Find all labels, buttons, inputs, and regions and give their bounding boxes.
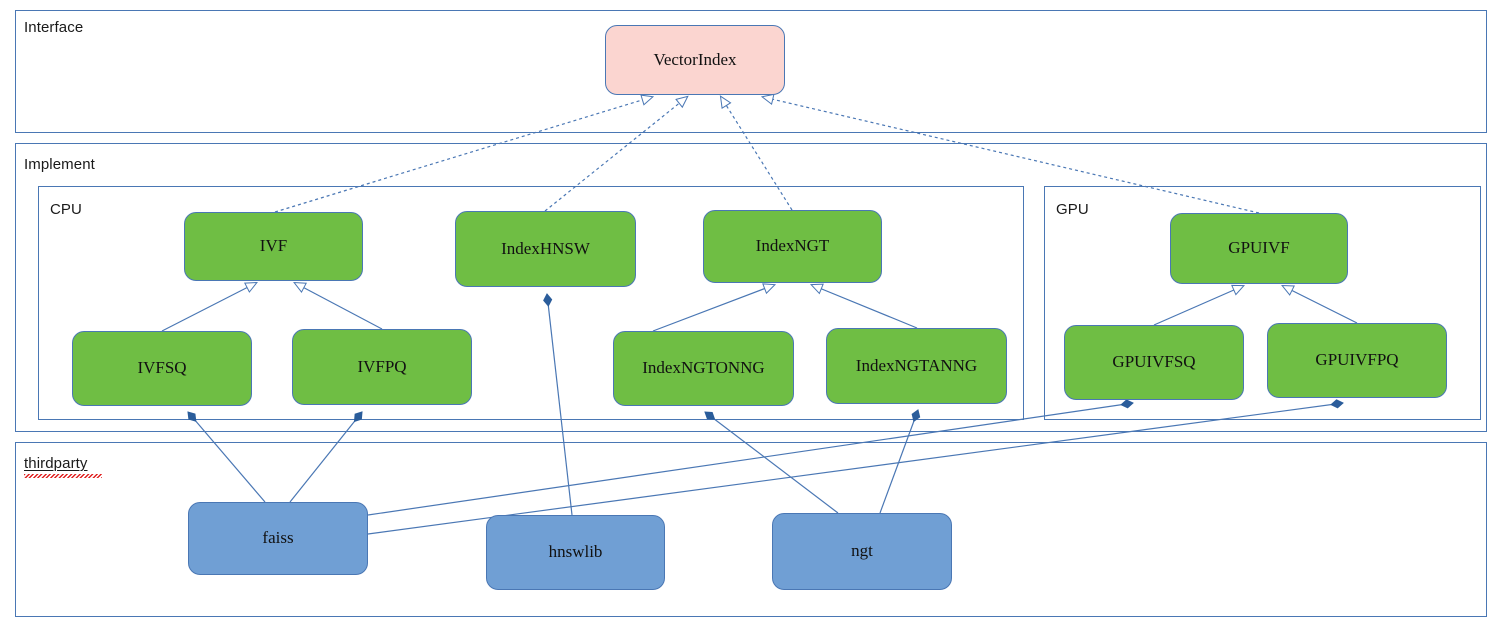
- node-label-gpuivf: GPUIVF: [1228, 238, 1290, 258]
- node-vectorindex[interactable]: VectorIndex: [605, 25, 785, 95]
- node-faiss[interactable]: faiss: [188, 502, 368, 575]
- node-label-ngt: ngt: [851, 541, 873, 561]
- node-label-gpuivfsq: GPUIVFSQ: [1112, 352, 1196, 372]
- node-gpuivf[interactable]: GPUIVF: [1170, 213, 1348, 284]
- node-label-ivfsq: IVFSQ: [137, 358, 187, 378]
- node-label-indexngtanng: IndexNGTANNG: [855, 355, 978, 375]
- node-label-hnswlib: hnswlib: [548, 542, 603, 562]
- node-ngt[interactable]: ngt: [772, 513, 952, 590]
- frame-label-cpu: CPU: [50, 201, 82, 218]
- frame-label-thirdparty: thirdparty: [24, 455, 88, 472]
- frame-label-interface: Interface: [24, 19, 84, 36]
- node-label-ivf: IVF: [259, 236, 288, 256]
- node-label-indexhnsw: IndexHNSW: [501, 238, 590, 258]
- node-label-faiss: faiss: [262, 528, 294, 548]
- frame-label-gpu: GPU: [1056, 201, 1089, 218]
- node-indexngt[interactable]: IndexNGT: [703, 210, 882, 283]
- node-ivfpq[interactable]: IVFPQ: [292, 329, 472, 405]
- node-hnswlib[interactable]: hnswlib: [486, 515, 665, 590]
- node-indexngtanng[interactable]: IndexNGTANNG: [826, 328, 1007, 404]
- node-label-indexngtonng: IndexNGTONNG: [642, 358, 765, 378]
- node-ivf[interactable]: IVF: [184, 212, 363, 281]
- node-indexngtonng[interactable]: IndexNGTONNG: [613, 331, 794, 406]
- node-label-ivfpq: IVFPQ: [357, 356, 407, 376]
- node-label-vectorindex: VectorIndex: [653, 49, 737, 69]
- node-label-gpuivfpq: GPUIVFPQ: [1315, 350, 1399, 370]
- node-indexhnsw[interactable]: IndexHNSW: [455, 211, 636, 287]
- node-ivfsq[interactable]: IVFSQ: [72, 331, 252, 406]
- node-gpuivfpq[interactable]: GPUIVFPQ: [1267, 323, 1447, 398]
- frame-label-implement: Implement: [24, 156, 95, 173]
- node-gpuivfsq[interactable]: GPUIVFSQ: [1064, 325, 1244, 400]
- node-label-indexngt: IndexNGT: [755, 236, 830, 256]
